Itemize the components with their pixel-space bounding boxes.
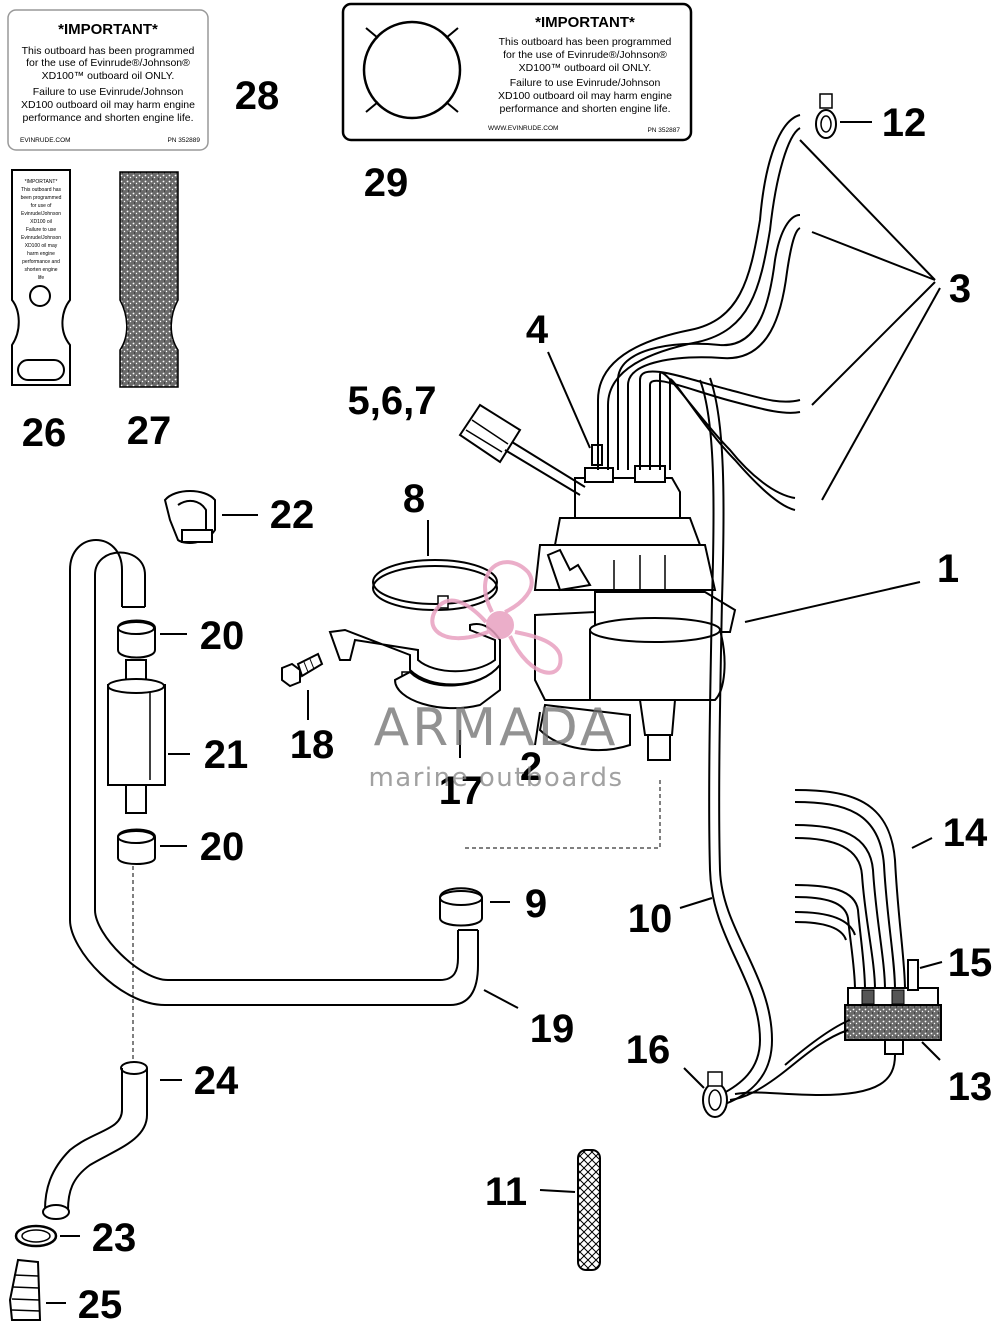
svg-text:*IMPORTANT*: *IMPORTANT* [25,179,58,185]
decal-28-website: EVINRUDE.COM [20,137,71,144]
svg-text:XD100 oil may: XD100 oil may [25,243,58,249]
hose-24 [42,1061,148,1220]
clip-22 [163,490,216,544]
decal-29: *IMPORTANT* This outboard has been progr… [341,2,693,142]
callout-13: 13 [948,1065,993,1109]
clamp-20-top [117,619,156,659]
hang-tag-27 [119,171,179,388]
sleeve-11 [577,1149,601,1271]
band-clamp-8 [372,559,498,611]
decal-29-heading: *IMPORTANT* [535,14,635,31]
hang-tag-26: *IMPORTANT* This outboard has been progr… [11,169,71,386]
svg-text:been programmed: been programmed [21,195,62,201]
callout-22: 22 [270,493,315,537]
decal-28-line: performance and shorten engine life. [22,112,193,124]
callout-8: 8 [403,477,425,521]
callout-2: 2 [520,745,542,789]
decal-28: *IMPORTANT* This outboard has been progr… [7,9,209,151]
decal-29-part-no: PN 352887 [647,127,680,134]
propeller-logo-icon [430,560,563,675]
decal-29-line: for the use of Evinrude®/Johnson® [503,49,667,61]
decal-29-line: XD100™ outboard oil ONLY. [519,62,652,74]
clamp-23 [14,1224,58,1248]
callout-20-top: 20 [200,614,245,658]
clamp-20-bottom [117,828,156,865]
clamp-9 [439,887,483,927]
decal-28-line: Failure to use Evinrude/Johnson [33,86,184,98]
decal-29-line: Failure to use Evinrude/Johnson [510,77,661,89]
decal-28-part-no: PN 352889 [167,137,200,144]
bracket-17 [328,622,501,710]
decal-28-line: XD100 outboard oil may harm engine [21,99,195,111]
decal-29-line: XD100 outboard oil may harm engine [498,90,672,102]
decal-29-line: performance and shorten engine life. [499,103,670,115]
decal-28-line: XD100™ outboard oil ONLY. [42,70,175,82]
svg-text:Failure to use: Failure to use [26,227,57,233]
fuel-filter-21 [107,659,166,814]
oil-pump-1 [533,465,737,761]
watermark-tagline: marine outboards [368,763,623,793]
hoses-14 [794,789,906,991]
leader-lines [46,121,943,1304]
callout-16: 16 [626,1028,671,1072]
svg-text:Evinrude/Johnson: Evinrude/Johnson [21,235,61,241]
callout-12: 12 [882,101,927,145]
decal-28-heading: *IMPORTANT* [58,21,158,38]
clamp-12 [815,93,837,139]
fitting-25 [8,1258,42,1321]
hang-tag-26-text: *IMPORTANT* This outboard has been progr… [21,179,62,281]
watermark: ARMADA marine outboards [368,560,623,793]
callout-28: 28 [235,74,280,118]
callout-26: 26 [22,411,67,455]
callout-17: 17 [439,769,484,813]
decal-29-line: This outboard has been programmed [499,36,672,48]
connector-5-6-7 [458,403,586,496]
decal-28-line: This outboard has been programmed [22,45,195,57]
bolt-18 [281,652,324,688]
watermark-brand: ARMADA [374,698,619,758]
callout-15: 15 [948,941,993,985]
svg-text:This outboard has: This outboard has [21,187,62,193]
svg-text:for use of: for use of [31,203,52,209]
svg-text:XD100 oil: XD100 oil [30,219,52,225]
decal-29-website: WWW.EVINRUDE.COM [488,125,558,132]
callout-11: 11 [485,1170,527,1214]
svg-text:life: life [38,275,45,281]
hoses-3 [597,114,801,511]
callout-23: 23 [92,1216,137,1260]
callout-21: 21 [204,733,249,777]
svg-text:Evinrude/Johnson: Evinrude/Johnson [21,211,61,217]
clamp-16 [702,1071,728,1118]
manifold-13 [844,987,942,1055]
callout-9: 9 [525,882,547,926]
callout-18: 18 [290,723,335,767]
callout-labels: 1 2 3 4 5,6,7 8 9 10 11 12 13 14 15 16 1… [22,74,993,1327]
callout-3: 3 [949,267,971,311]
svg-text:performance and: performance and [22,259,60,265]
callout-4: 4 [526,308,549,352]
callout-5-6-7: 5,6,7 [348,379,437,423]
svg-text:harm engine: harm engine [27,251,55,257]
decal-28-line: for the use of Evinrude®/Johnson® [26,57,190,69]
oil-cap-outline-icon [362,20,462,120]
callout-29: 29 [364,161,409,205]
svg-text:shorten engine: shorten engine [24,267,57,273]
callout-25: 25 [78,1283,123,1327]
callout-19: 19 [530,1007,575,1051]
hose-10 [699,377,774,1105]
callout-24: 24 [194,1059,239,1103]
callout-20-bottom: 20 [200,825,245,869]
fitting-15 [907,959,919,991]
callout-1: 1 [937,547,959,591]
callout-14: 14 [943,811,988,855]
hose-19 [69,539,479,1006]
callout-27: 27 [127,409,172,453]
callout-10: 10 [628,897,673,941]
